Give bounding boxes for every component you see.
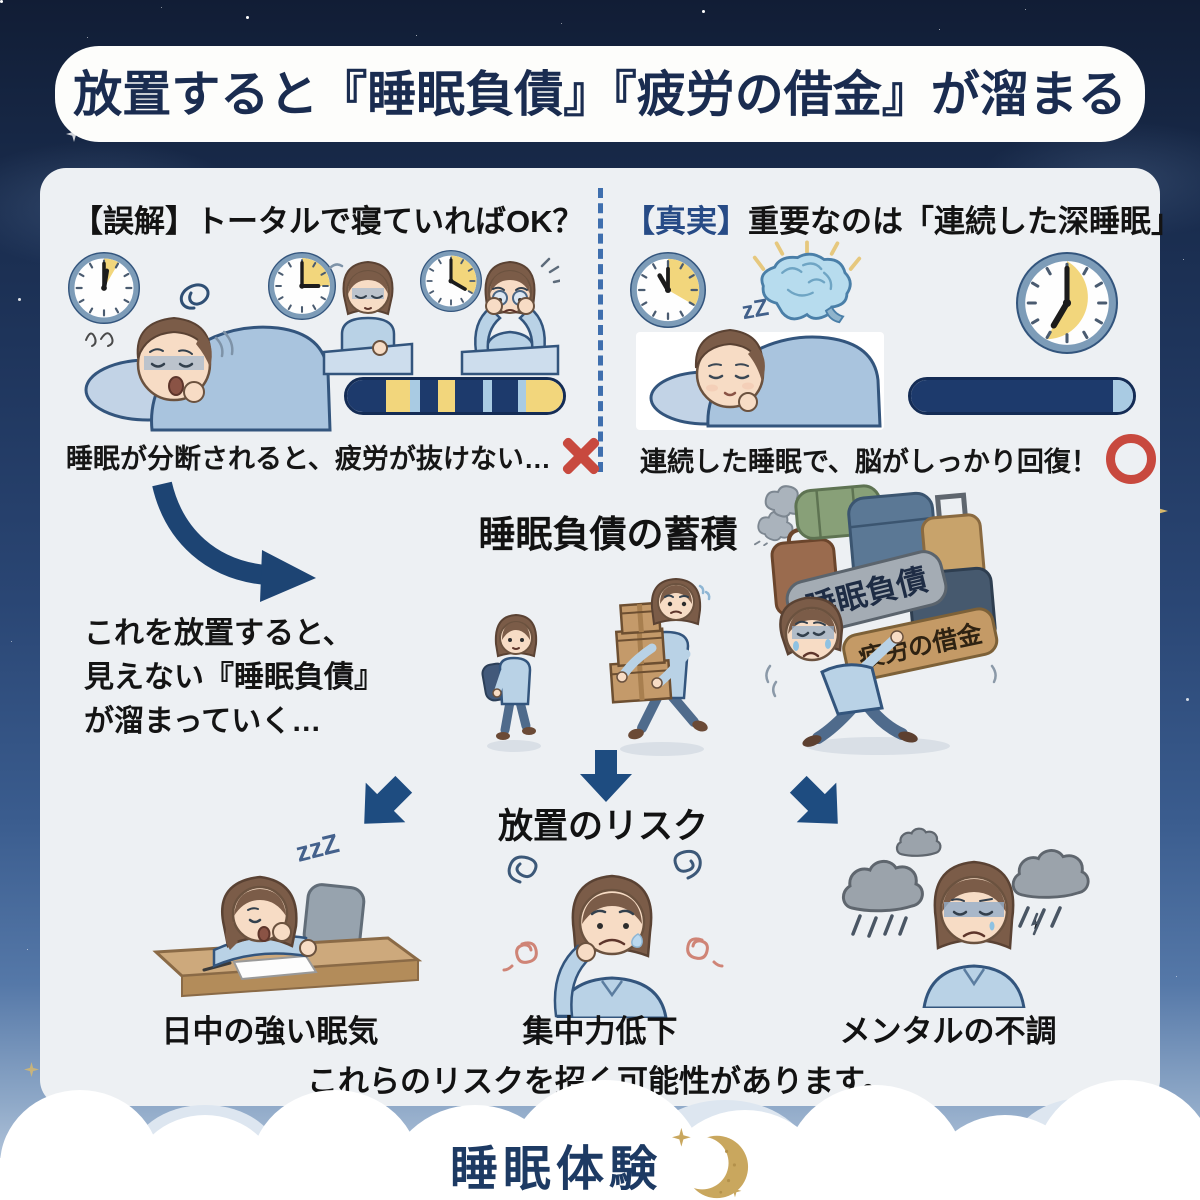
down-arrow-icon [580,750,632,802]
accumulation-title: 睡眠負債の蓄積 [478,514,738,555]
confusion-scribble-icon [507,855,538,884]
rain-cloud-icon [842,827,1090,913]
star-field [0,0,3,3]
title-banner: 放置すると『睡眠負債』『疲労の借金』が溜まる [55,46,1145,142]
risk-label-mental: メンタルの不調 [839,1014,1057,1049]
brand-name: 睡眠体験 [449,1143,662,1196]
risk-label-sleepiness: 日中の強い眠気 [161,1014,379,1049]
dizzy-spiral-icon [502,941,538,972]
wrong-x-mark-icon [559,434,603,478]
confusion-scribble-icon [673,849,702,880]
scribble-mark [85,332,114,347]
truth-caption: 連続した睡眠で、脳がしっかり回復！ [640,446,1098,477]
fragmented-sleep-bar [344,377,566,415]
correct-circle-mark-icon [1105,434,1156,484]
misconception-caption-row: 睡眠が分断されると、疲労が抜けない… [66,434,603,478]
rain-lines [851,906,1062,938]
crescent-moon-icon [672,1127,749,1199]
clock-icon-three-oclock [268,252,336,320]
risk-label-concentration: 集中力低下 [522,1014,678,1049]
light-load-figure-illustration [481,613,541,752]
misconception-heading: 【誤解】トータルで寝ていればOK？ [72,204,584,239]
box-carrying-figure-illustration [609,577,711,756]
mental-gloom-illustration [842,827,1090,1008]
clock-icon-midnight [68,252,140,324]
poor-concentration-illustration [502,849,724,1018]
clock-icon-eleven-oclock [630,252,706,328]
misconception-tag: 【誤解】 [72,204,196,239]
drowsy-waking-woman-illustration [322,260,414,376]
restless-sleeper-illustration [84,283,332,432]
snore-zzz-text: zzZ [293,830,342,868]
risks-title: 放置のリスク [497,807,709,846]
stress-puff-icon [754,510,794,546]
exhausted-woman-illustration [460,257,560,376]
paper [232,954,318,981]
continuous-sleep-bar [908,377,1136,415]
clock-icon-four-oclock [420,250,482,312]
curved-arrow-icon [152,481,316,602]
truth-tag: 【真実】 [624,204,748,239]
dizzy-swirl-icon [179,283,210,310]
brand-footer: 睡眠体験 [0,1122,1200,1200]
page-title: 放置すると『睡眠負債』『疲労の借金』が溜まる [73,68,1127,122]
accumulation-note: これを放置すると、 見えない『睡眠負債』 が溜まっていく… [84,617,384,738]
truth-caption-row: 連続した睡眠で、脳がしっかり回復！ [640,434,1156,484]
column-divider [598,188,603,472]
truth-heading: 【真実】重要なのは「連続した深睡眠」 [624,204,1182,239]
sleep-debt-burden-illustration: 睡眠負債 疲労の借金 [764,484,999,755]
clock-icon-seven-oclock [1016,252,1118,354]
misconception-caption: 睡眠が分断されると、疲労が抜けない… [66,443,551,474]
dizzy-spiral-icon [686,937,724,968]
small-gold-sparkle-icon [24,1062,39,1077]
pen [202,961,232,972]
recovering-brain-icon [752,240,862,324]
deep-sleeper-illustration [649,328,882,428]
daytime-sleepiness-illustration: zzZ [152,830,423,998]
